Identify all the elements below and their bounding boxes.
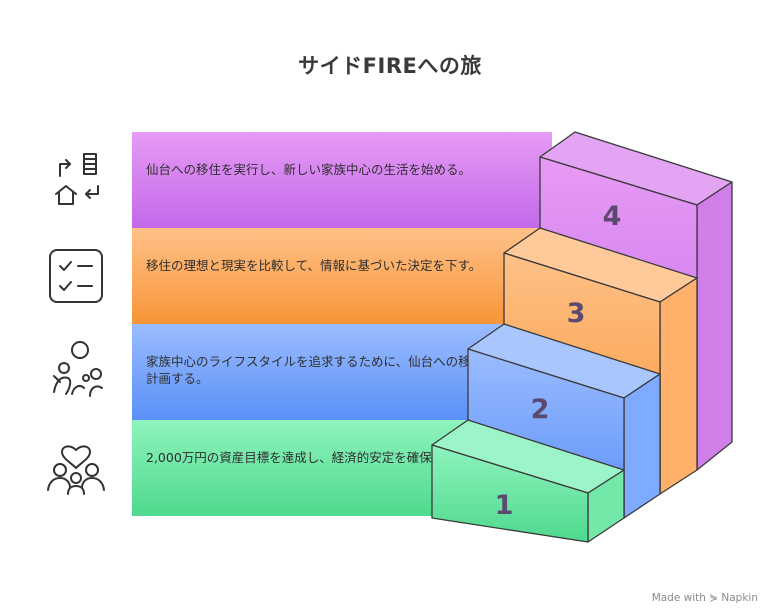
step-2-number: 2 xyxy=(531,394,550,425)
step-1-text: 2,000万円の資産目標を達成し、経済的安定を確保する。 xyxy=(146,450,470,465)
step-2-text: 家族中心のライフスタイルを追求するために、仙台への移住を計画する。 xyxy=(146,354,496,386)
step-1-block xyxy=(431,419,625,543)
step-3-band: 移住の理想と現実を比較して、情報に基づいた決定を下す。 xyxy=(132,228,552,324)
made-with-napkin-credit: Made with ⋟ Napkin xyxy=(651,592,758,604)
family-heart-icon xyxy=(40,430,112,502)
relocation-icon xyxy=(40,142,112,214)
family-explore-icon xyxy=(40,336,112,408)
step-3-number: 3 xyxy=(567,298,586,329)
step-4-number: 4 xyxy=(603,201,622,232)
diagram-title: サイドFIREへの旅 xyxy=(298,54,482,78)
step-4-text: 仙台への移住を実行し、新しい家族中心の生活を始める。 xyxy=(146,162,472,177)
step-3-text: 移住の理想と現実を比較して、情報に基づいた決定を下す。 xyxy=(146,258,482,273)
checklist-icon xyxy=(40,240,112,312)
step-4-band: 仙台への移住を実行し、新しい家族中心の生活を始める。 xyxy=(132,132,552,228)
step-1-number: 1 xyxy=(495,490,514,521)
